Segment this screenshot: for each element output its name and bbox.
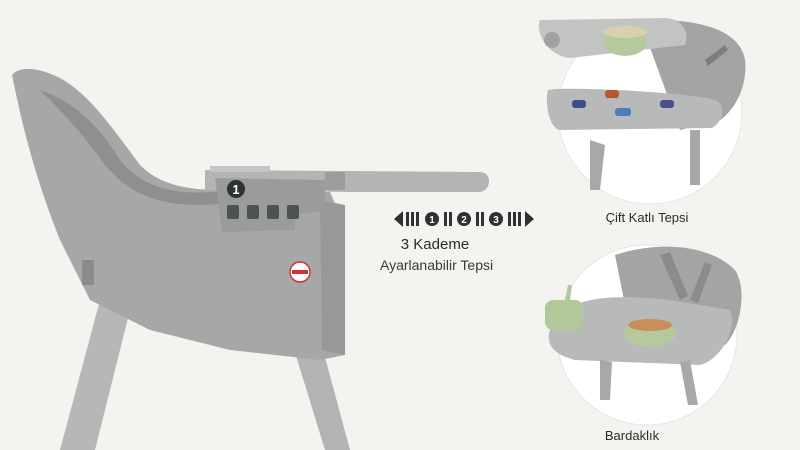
arrow-right-icon — [525, 211, 534, 227]
harness-buckle-icon — [82, 260, 94, 285]
position-badge-number: 1 — [232, 182, 239, 197]
position-badge — [227, 180, 245, 198]
step-2-badge — [457, 212, 471, 226]
cup-holder-illustration — [545, 244, 742, 426]
step-1-number: 1 — [429, 215, 435, 226]
tray-rim — [210, 166, 270, 172]
cup-holder-caption: Bardaklık — [604, 428, 660, 443]
double-tray-caption: Çift Katlı Tepsi — [605, 210, 689, 225]
safety-label-stripe — [292, 270, 308, 274]
separator-bars-right — [508, 212, 521, 226]
tray-position-slots — [227, 205, 299, 219]
arrow-left-icon — [394, 211, 403, 227]
separator-bars-middle-1 — [444, 212, 452, 226]
step-1-badge — [425, 212, 439, 226]
step-3-number: 3 — [493, 215, 499, 226]
caption-line-1: 3 Kademe — [400, 236, 470, 253]
chair-front-leg — [60, 300, 130, 450]
tray-clip — [325, 172, 345, 190]
tray-adjust-caption: 3 Kademe Ayarlanabilir Tepsi — [380, 235, 494, 275]
caption-line-2: Ayarlanabilir Tepsi — [380, 257, 494, 273]
chair-side-panel — [320, 200, 345, 355]
step-2-number: 2 — [461, 215, 467, 226]
separator-bars-middle-2 — [476, 212, 484, 226]
double-tray-illustration — [538, 18, 746, 205]
separator-bars-left — [406, 212, 419, 226]
tray-adjust-steps: 1 2 3 — [394, 211, 534, 227]
step-3-badge — [489, 212, 503, 226]
